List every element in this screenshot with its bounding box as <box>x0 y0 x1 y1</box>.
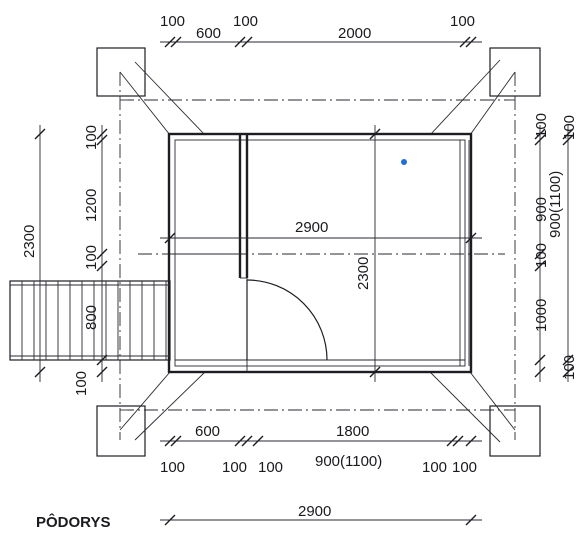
axis-lines <box>119 72 516 440</box>
dim-top-0: 100 <box>160 13 185 30</box>
dimension-tick <box>562 134 574 146</box>
dimension-tick <box>96 260 108 272</box>
top-dimensions: 100 600 100 2000 100 <box>160 13 475 42</box>
dimension-tick <box>534 366 546 378</box>
drawing-title: PÔDORYS <box>36 513 110 531</box>
dim-top-4: 100 <box>450 13 475 30</box>
bottom-dimensions: 600 1800 100 100 100 900(1100) 100 100 <box>160 423 477 476</box>
dim-top-1: 600 <box>196 25 221 42</box>
dimension-tick <box>241 435 253 447</box>
dimension-tick <box>164 232 176 244</box>
dim-left-inner-0: 100 <box>83 125 100 150</box>
dimension-tick <box>369 128 381 140</box>
dimension-tick <box>465 514 477 526</box>
dim-right-alt-2: 100 <box>561 355 576 380</box>
left-dimensions: 2300 100 1200 100 800 100 <box>21 125 100 396</box>
dim-interior-width: 2900 <box>295 219 328 236</box>
dim-right-outer-0: 100 <box>533 113 550 138</box>
dimension-tick <box>534 134 546 146</box>
dimension-tick <box>234 435 246 447</box>
dimension-tick <box>446 435 458 447</box>
dimension-tick <box>465 435 477 447</box>
staircase <box>9 280 171 361</box>
right-dimensions: 100 900 1000 100 100 900(1100) 100 <box>533 113 576 380</box>
dimension-tick <box>96 354 108 366</box>
corner-pads <box>96 47 541 457</box>
dimension-tick <box>465 36 477 48</box>
dim-right-outer-2: 1000 <box>533 299 550 332</box>
dim-interior-height: 2300 <box>355 257 372 290</box>
dimension-tick <box>170 36 182 48</box>
dimension-tick <box>96 134 108 146</box>
dim-bottom-upper-0: 600 <box>195 423 220 440</box>
dim-right-outer-3: 100 <box>533 243 550 268</box>
dimension-tick <box>369 366 381 378</box>
dimension-lines <box>34 36 574 526</box>
dim-bottom-lower-3: 900(1100) <box>315 453 382 470</box>
dimension-tick <box>252 435 264 447</box>
dimension-tick <box>34 366 46 378</box>
dim-bottom-lower-1: 100 <box>222 459 247 476</box>
door-swing <box>246 279 328 361</box>
dim-bottom-upper-1: 1800 <box>336 423 369 440</box>
building-walls <box>167 132 473 374</box>
dimension-tick <box>170 435 182 447</box>
dim-overall-width: 2900 <box>298 503 331 520</box>
dim-left-outer: 2300 <box>21 225 38 258</box>
dim-bottom-lower-5: 100 <box>452 459 477 476</box>
blue-marker-dot <box>401 159 407 165</box>
dim-bottom-lower-2: 100 <box>258 459 283 476</box>
dimension-tick <box>534 248 546 260</box>
dimension-tick <box>534 128 546 140</box>
dim-left-inner-1: 1200 <box>83 189 100 222</box>
dim-right-outer-1: 900 <box>533 197 550 222</box>
dim-right-alt-0: 100 <box>561 115 576 140</box>
dimension-tick <box>241 36 253 48</box>
dimension-tick <box>164 514 176 526</box>
dim-right-alt-1: 900(1100) <box>547 171 564 238</box>
dim-top-2: 100 <box>233 13 258 30</box>
dimension-tick <box>562 366 574 378</box>
dimension-tick <box>534 260 546 272</box>
dimension-tick <box>534 354 546 366</box>
dim-top-3: 2000 <box>338 25 371 42</box>
dim-left-inner-3: 800 <box>83 305 100 330</box>
dimension-tick <box>465 232 477 244</box>
diagonal-braces <box>119 59 516 443</box>
dimension-tick <box>96 248 108 260</box>
dimension-tick <box>96 128 108 140</box>
dimension-tick <box>34 128 46 140</box>
dimension-tick <box>164 435 176 447</box>
dimension-tick <box>164 36 176 48</box>
dimension-tick <box>562 354 574 366</box>
dim-left-inner-2: 100 <box>83 245 100 270</box>
interior-dimensions: 2900 2300 <box>295 219 372 290</box>
dimension-tick <box>452 435 464 447</box>
dimension-tick <box>234 36 246 48</box>
dimension-tick <box>459 36 471 48</box>
dim-left-inner-4: 100 <box>73 371 90 396</box>
dim-bottom-lower-4: 100 <box>422 459 447 476</box>
dim-bottom-lower-0: 100 <box>160 459 185 476</box>
dimension-tick <box>96 366 108 378</box>
dimension-tick <box>562 128 574 140</box>
